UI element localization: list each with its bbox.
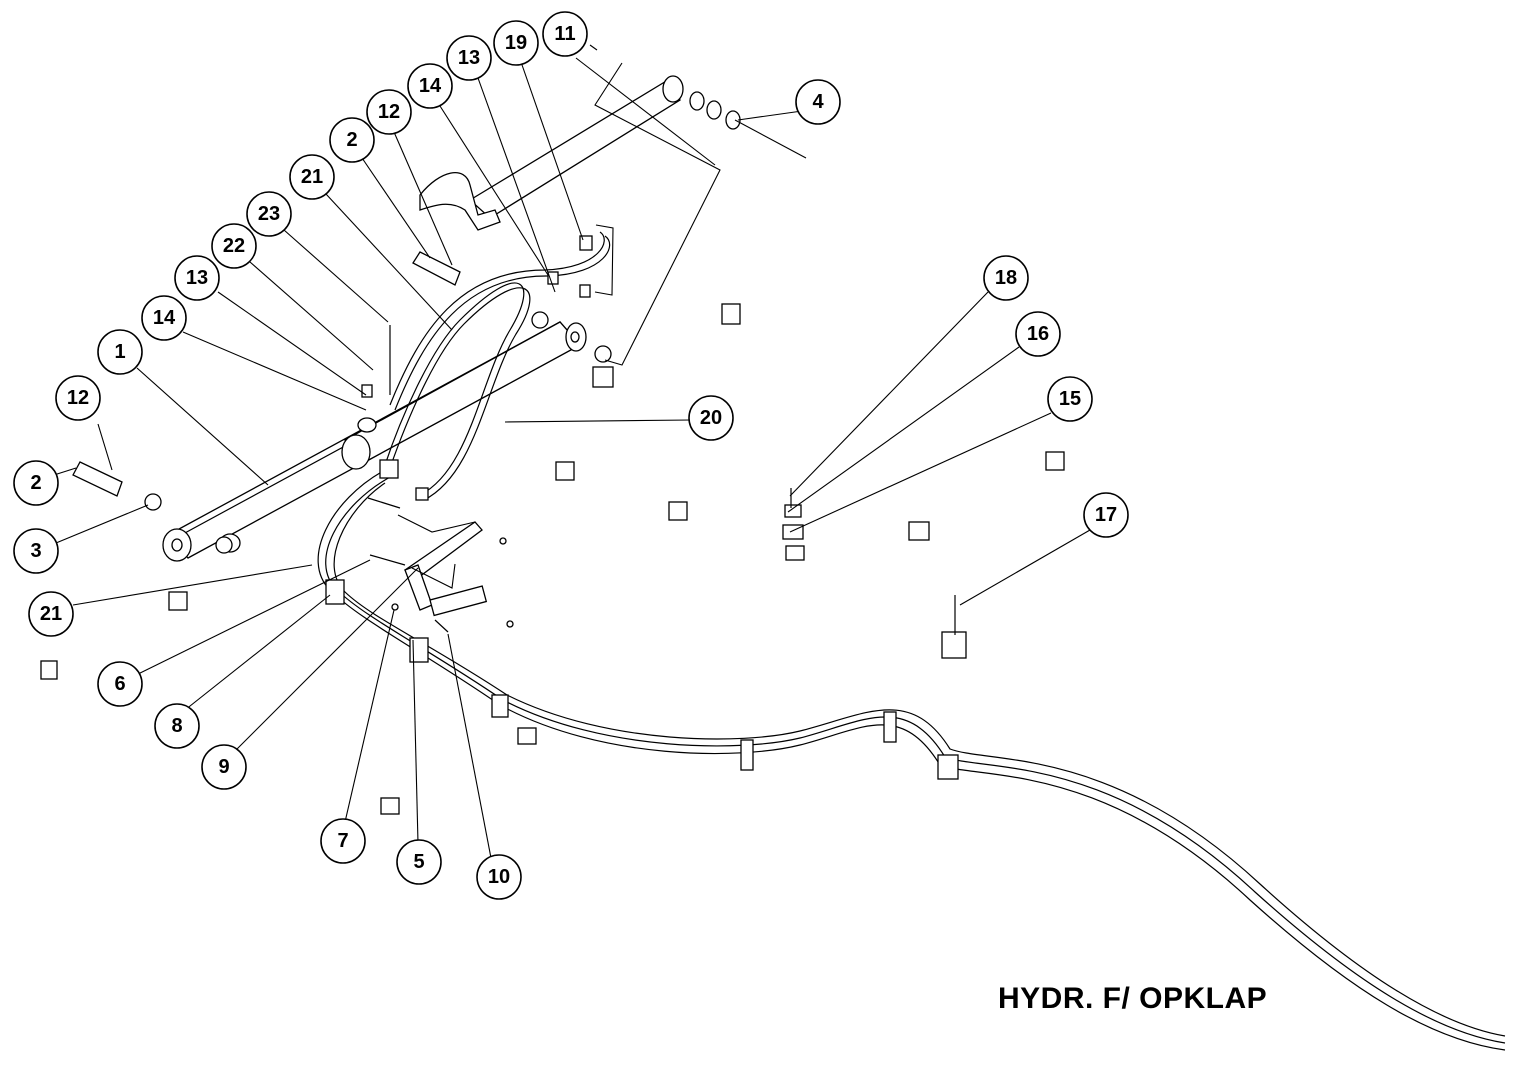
callout-1: 1 (97, 329, 143, 375)
callout-14-upper: 14 (407, 63, 453, 109)
callout-18: 18 (983, 255, 1029, 301)
hose-clamps (40, 303, 1065, 815)
svg-text:22: 22 (223, 235, 245, 257)
callout-20: 20 (688, 395, 734, 441)
hydraulic-cylinder (162, 321, 587, 562)
svg-text:18: 18 (995, 267, 1017, 289)
callout-13-upper: 13 (446, 35, 492, 81)
svg-text:1: 1 (114, 341, 125, 363)
callout-13-left: 13 (174, 255, 220, 301)
svg-text:4: 4 (812, 91, 824, 113)
callout-6: 6 (97, 661, 143, 707)
construction-frames (397, 44, 807, 589)
callout-17: 17 (1083, 492, 1129, 538)
callout-12-left: 12 (55, 375, 101, 421)
leader-lines (53, 57, 1091, 859)
svg-text:7: 7 (337, 830, 348, 852)
svg-text:13: 13 (186, 267, 208, 289)
callout-22: 22 (211, 223, 257, 269)
callout-9: 9 (201, 744, 247, 790)
callout-8: 8 (154, 703, 200, 749)
svg-text:14: 14 (419, 75, 442, 97)
callout-19: 19 (493, 20, 539, 66)
svg-text:14: 14 (153, 307, 176, 329)
callout-5: 5 (396, 839, 442, 885)
svg-text:13: 13 (458, 47, 480, 69)
hydraulic-hoses (317, 231, 1506, 1051)
callout-2-upper: 2 (329, 117, 375, 163)
svg-text:2: 2 (346, 129, 357, 151)
svg-text:17: 17 (1095, 504, 1117, 526)
svg-text:3: 3 (30, 540, 41, 562)
svg-text:23: 23 (258, 203, 280, 225)
cylinder-end-bushings (72, 251, 612, 554)
svg-text:2: 2 (30, 472, 41, 494)
callout-14-left: 14 (141, 295, 187, 341)
svg-text:12: 12 (67, 387, 89, 409)
callout-23: 23 (246, 191, 292, 237)
svg-text:10: 10 (488, 866, 510, 888)
callout-12-upper: 12 (366, 89, 412, 135)
svg-text:16: 16 (1027, 323, 1049, 345)
callout-10: 10 (476, 854, 522, 900)
valve-bracket (367, 497, 514, 633)
svg-text:9: 9 (218, 756, 229, 778)
callout-21-upper: 21 (289, 154, 335, 200)
drawing-title: HYDR. F/ OPKLAP (998, 982, 1268, 1015)
svg-text:19: 19 (505, 32, 527, 54)
callout-7: 7 (320, 818, 366, 864)
lever-arm (419, 75, 741, 231)
svg-text:21: 21 (301, 166, 323, 188)
callout-4: 4 (795, 79, 841, 125)
callout-2-left: 2 (13, 460, 59, 506)
callout-3: 3 (13, 528, 59, 574)
svg-text:15: 15 (1059, 388, 1081, 410)
svg-text:21: 21 (40, 603, 62, 625)
callout-11: 11 (542, 11, 588, 57)
svg-text:5: 5 (413, 851, 424, 873)
svg-text:8: 8 (171, 715, 182, 737)
callout-16: 16 (1015, 311, 1061, 357)
callout-15: 15 (1047, 376, 1093, 422)
svg-text:12: 12 (378, 101, 400, 123)
svg-text:20: 20 (700, 407, 722, 429)
callout-21-lower: 21 (28, 591, 74, 637)
hose-fittings (361, 235, 956, 635)
svg-text:6: 6 (114, 673, 125, 695)
svg-text:11: 11 (554, 23, 575, 45)
